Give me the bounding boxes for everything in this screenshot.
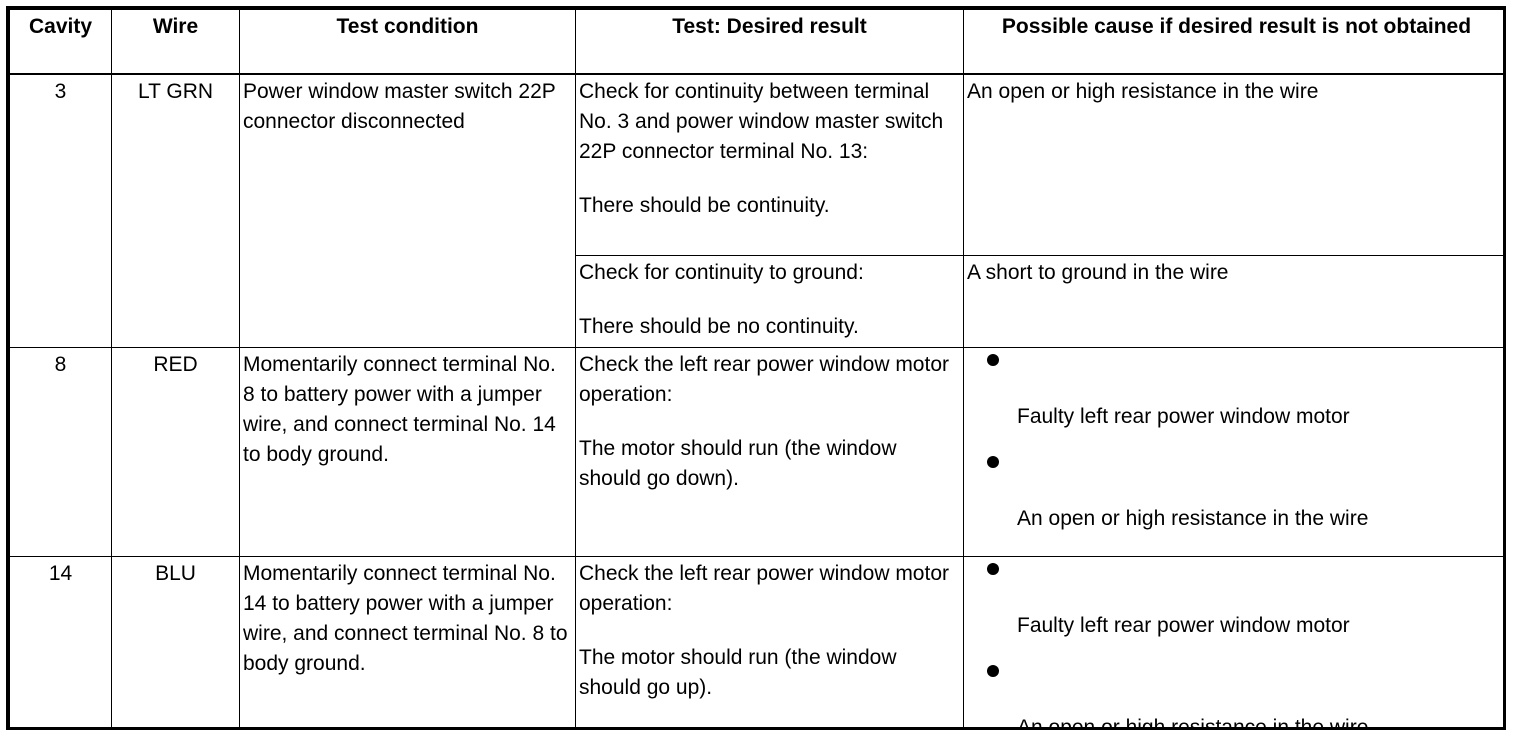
- list-item: An open or high resistance in the wire: [967, 452, 1503, 534]
- condition-cell: Momentarily connect terminal No. 14 to b…: [239, 556, 576, 727]
- check-text: Check the left rear power window motor o…: [579, 562, 949, 615]
- table-row: 14 BLU Momentarily connect terminal No. …: [9, 556, 1503, 730]
- cavity-cell: 8: [9, 347, 112, 557]
- cause-text: Faulty left rear power window motor: [1017, 614, 1350, 637]
- check-text: Check for continuity between terminal No…: [579, 79, 944, 163]
- cause-text: Faulty left rear power window motor: [1017, 405, 1350, 428]
- spacer: [579, 619, 960, 643]
- check-text: Check for continuity to ground:: [579, 261, 864, 284]
- table-row: 8 RED Momentarily connect terminal No. 8…: [9, 347, 1503, 557]
- header-wire: Wire: [111, 9, 240, 75]
- condition-cell: Power window master switch 22P connector…: [239, 73, 576, 348]
- list-item: An open or high resistance in the wire: [967, 661, 1503, 730]
- wire-cell: RED: [111, 347, 240, 557]
- possible-cause-cell: An open or high resistance in the wire: [963, 73, 1503, 256]
- wire-cell: BLU: [111, 556, 240, 727]
- cause-text: An open or high resistance in the wire: [1017, 716, 1369, 730]
- header-possible-cause: Possible cause if desired result is not …: [963, 9, 1503, 75]
- condition-cell: Momentarily connect terminal No. 8 to ba…: [239, 347, 576, 557]
- spacer: [579, 410, 960, 434]
- bullet-icon: [987, 665, 999, 677]
- list-item: Faulty left rear power window motor: [967, 350, 1503, 432]
- connector-test-table: Cavity Wire Test condition Test: Desired…: [9, 9, 1503, 730]
- result-text: The motor should run (the window should …: [579, 437, 897, 490]
- cause-list: Faulty left rear power window motor An o…: [967, 559, 1503, 730]
- cavity-cell: 3: [9, 73, 112, 348]
- bullet-icon: [987, 456, 999, 468]
- desired-result-cell: Check the left rear power window motor o…: [575, 347, 964, 557]
- cause-text: An open or high resistance in the wire: [1017, 507, 1369, 530]
- cavity-cell: 14: [9, 556, 112, 727]
- header-test-condition: Test condition: [239, 9, 576, 75]
- desired-result-cell: Check for continuity to ground: There sh…: [575, 255, 964, 348]
- table-row: 3 LT GRN Power window master switch 22P …: [9, 73, 1503, 348]
- desired-result-cell: Check for continuity between terminal No…: [575, 73, 964, 256]
- bullet-icon: [987, 354, 999, 366]
- bullet-icon: [987, 563, 999, 575]
- desired-result-cell: Check the left rear power window motor o…: [575, 556, 964, 727]
- table-row: Check for continuity to ground: There sh…: [10, 255, 1503, 348]
- header-cavity: Cavity: [9, 9, 112, 75]
- possible-cause-cell: Faulty left rear power window motor An o…: [963, 556, 1503, 730]
- header-row: Cavity Wire Test condition Test: Desired…: [9, 9, 1503, 75]
- possible-cause-cell: A short to ground in the wire: [963, 255, 1503, 348]
- possible-cause-cell: Faulty left rear power window motor An o…: [963, 347, 1503, 557]
- spacer: [579, 167, 960, 191]
- header-desired-result: Test: Desired result: [575, 9, 964, 75]
- result-text: There should be no continuity.: [579, 315, 859, 338]
- wire-cell: LT GRN: [111, 73, 240, 348]
- result-text: There should be continuity.: [579, 193, 830, 217]
- check-text: Check the left rear power window motor o…: [579, 353, 949, 406]
- connector-test-table-frame: Cavity Wire Test condition Test: Desired…: [6, 6, 1506, 730]
- result-text: The motor should run (the window should …: [579, 646, 897, 699]
- list-item: Faulty left rear power window motor: [967, 559, 1503, 641]
- cause-list: Faulty left rear power window motor An o…: [967, 350, 1503, 534]
- spacer: [579, 288, 960, 312]
